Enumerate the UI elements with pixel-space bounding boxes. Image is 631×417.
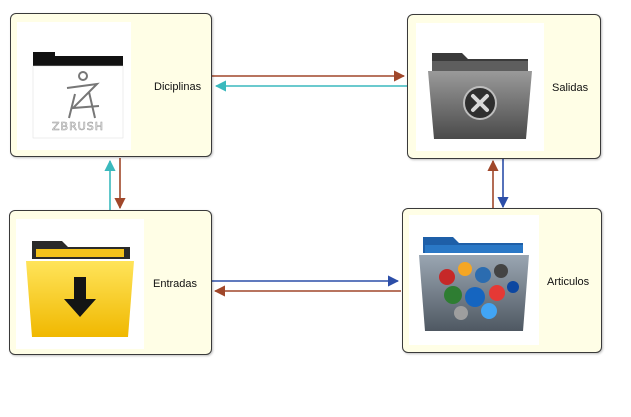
node-salidas[interactable]: Salidas	[407, 14, 601, 159]
node-diciplinas[interactable]: ZBRUSH Diciplinas	[10, 13, 212, 157]
node-label-entradas: Entradas	[153, 278, 198, 290]
gray-x-folder-icon	[428, 53, 532, 139]
node-entradas[interactable]: Entradas	[9, 210, 212, 355]
node-label-diciplinas: Diciplinas	[154, 81, 202, 93]
thumbnail-entradas	[16, 219, 144, 349]
blue-apps-folder-icon	[419, 237, 529, 331]
thumbnail-diciplinas: ZBRUSH	[17, 22, 131, 150]
node-label-salidas: Salidas	[552, 82, 589, 94]
zbrush-folder-icon: ZBRUSH	[32, 52, 124, 139]
zbrush-logo-text: ZBRUSH	[52, 120, 104, 133]
node-label-articulos: Articulos	[547, 276, 590, 288]
node-articulos[interactable]: Articulos	[402, 208, 602, 353]
thumbnail-articulos	[409, 215, 539, 345]
yellow-download-folder-icon	[26, 241, 134, 337]
thumbnail-salidas	[416, 23, 544, 151]
